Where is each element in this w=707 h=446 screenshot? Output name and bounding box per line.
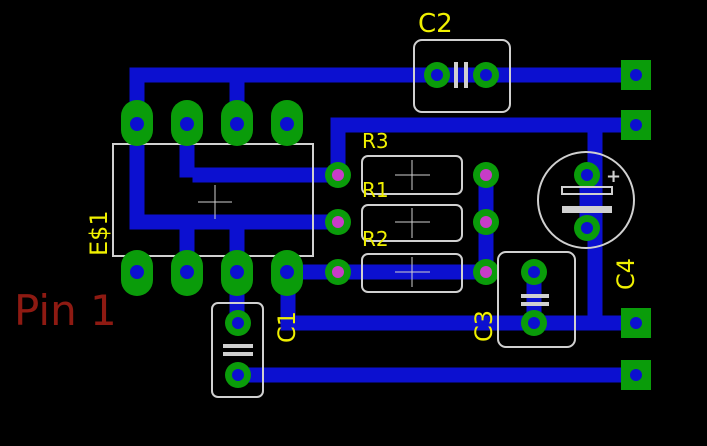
c2-plate-right	[464, 62, 468, 88]
c4-polarity-plus: +	[606, 166, 621, 187]
capacitor-c3: C3	[470, 251, 576, 348]
r3-pad-left-hole	[332, 169, 344, 181]
c3-pad-bottom-hole	[528, 317, 540, 329]
header-pad-4-hole	[630, 369, 642, 381]
r1-pad-left-hole	[332, 216, 344, 228]
c4-pad-bottom-hole	[581, 222, 593, 234]
c3-pad-top-hole	[528, 266, 540, 278]
r2-label: R2	[362, 227, 389, 251]
c2-outline	[413, 39, 511, 113]
c2-pad-left-hole	[431, 69, 443, 81]
c4-label: C4	[612, 258, 640, 290]
c2-pad-right-hole	[480, 69, 492, 81]
header-pad-1-hole	[630, 69, 642, 81]
c3-plate-bottom	[521, 302, 549, 306]
ic-pin-5-hole	[280, 117, 294, 131]
ic-pin-8-hole	[130, 117, 144, 131]
capacitor-c1: C1	[211, 302, 301, 398]
ic-pin-6-hole	[230, 117, 244, 131]
r3-pad-right-hole	[480, 169, 492, 181]
r2-pad-left-hole	[332, 266, 344, 278]
c2-label: C2	[418, 9, 453, 39]
header-pads	[621, 60, 651, 390]
ic-pin-3-hole	[230, 265, 244, 279]
resistor-r3: R3	[325, 129, 499, 195]
ic-pin-7-hole	[180, 117, 194, 131]
ic-pin-2-hole	[180, 265, 194, 279]
c3-plate-top	[521, 294, 549, 298]
r3-label: R3	[362, 129, 389, 153]
ic-pin-4-hole	[280, 265, 294, 279]
header-pad-2-hole	[630, 119, 642, 131]
ic-e1-outline	[112, 143, 314, 257]
trace-r3-left-up	[330, 117, 644, 183]
r2-pad-right-hole	[480, 266, 492, 278]
c1-pad-bottom-hole	[232, 369, 244, 381]
resistor-r1: R1	[325, 178, 499, 242]
c1-outline	[211, 302, 264, 398]
c4-plate-bottom	[562, 206, 612, 213]
c3-outline	[497, 251, 576, 348]
c2-plate-left	[454, 62, 458, 88]
resistor-r2: R2	[325, 227, 499, 293]
r2-body	[361, 253, 463, 293]
c4-pad-top-hole	[581, 169, 593, 181]
c1-label: C1	[273, 311, 301, 343]
r1-pad-right-hole	[480, 216, 492, 228]
header-pad-3-hole	[630, 317, 642, 329]
ic-e1-label: E$1	[85, 210, 113, 256]
capacitor-c4: + C4	[537, 151, 640, 290]
r1-body	[361, 204, 463, 242]
pin1-label: Pin 1	[14, 286, 117, 335]
c1-plate-top	[223, 344, 253, 348]
c1-plate-bottom	[223, 352, 253, 356]
r3-body	[361, 155, 463, 195]
capacitor-c2: C2	[413, 9, 511, 113]
r1-label: R1	[362, 178, 389, 202]
ic-pin-1-hole	[130, 265, 144, 279]
c1-pad-top-hole	[232, 317, 244, 329]
trace-left-bus	[129, 67, 195, 278]
c4-plate-top	[561, 186, 613, 195]
c3-label: C3	[470, 310, 498, 342]
ic-e1: E$1	[85, 100, 314, 296]
c4-outline	[537, 151, 635, 249]
